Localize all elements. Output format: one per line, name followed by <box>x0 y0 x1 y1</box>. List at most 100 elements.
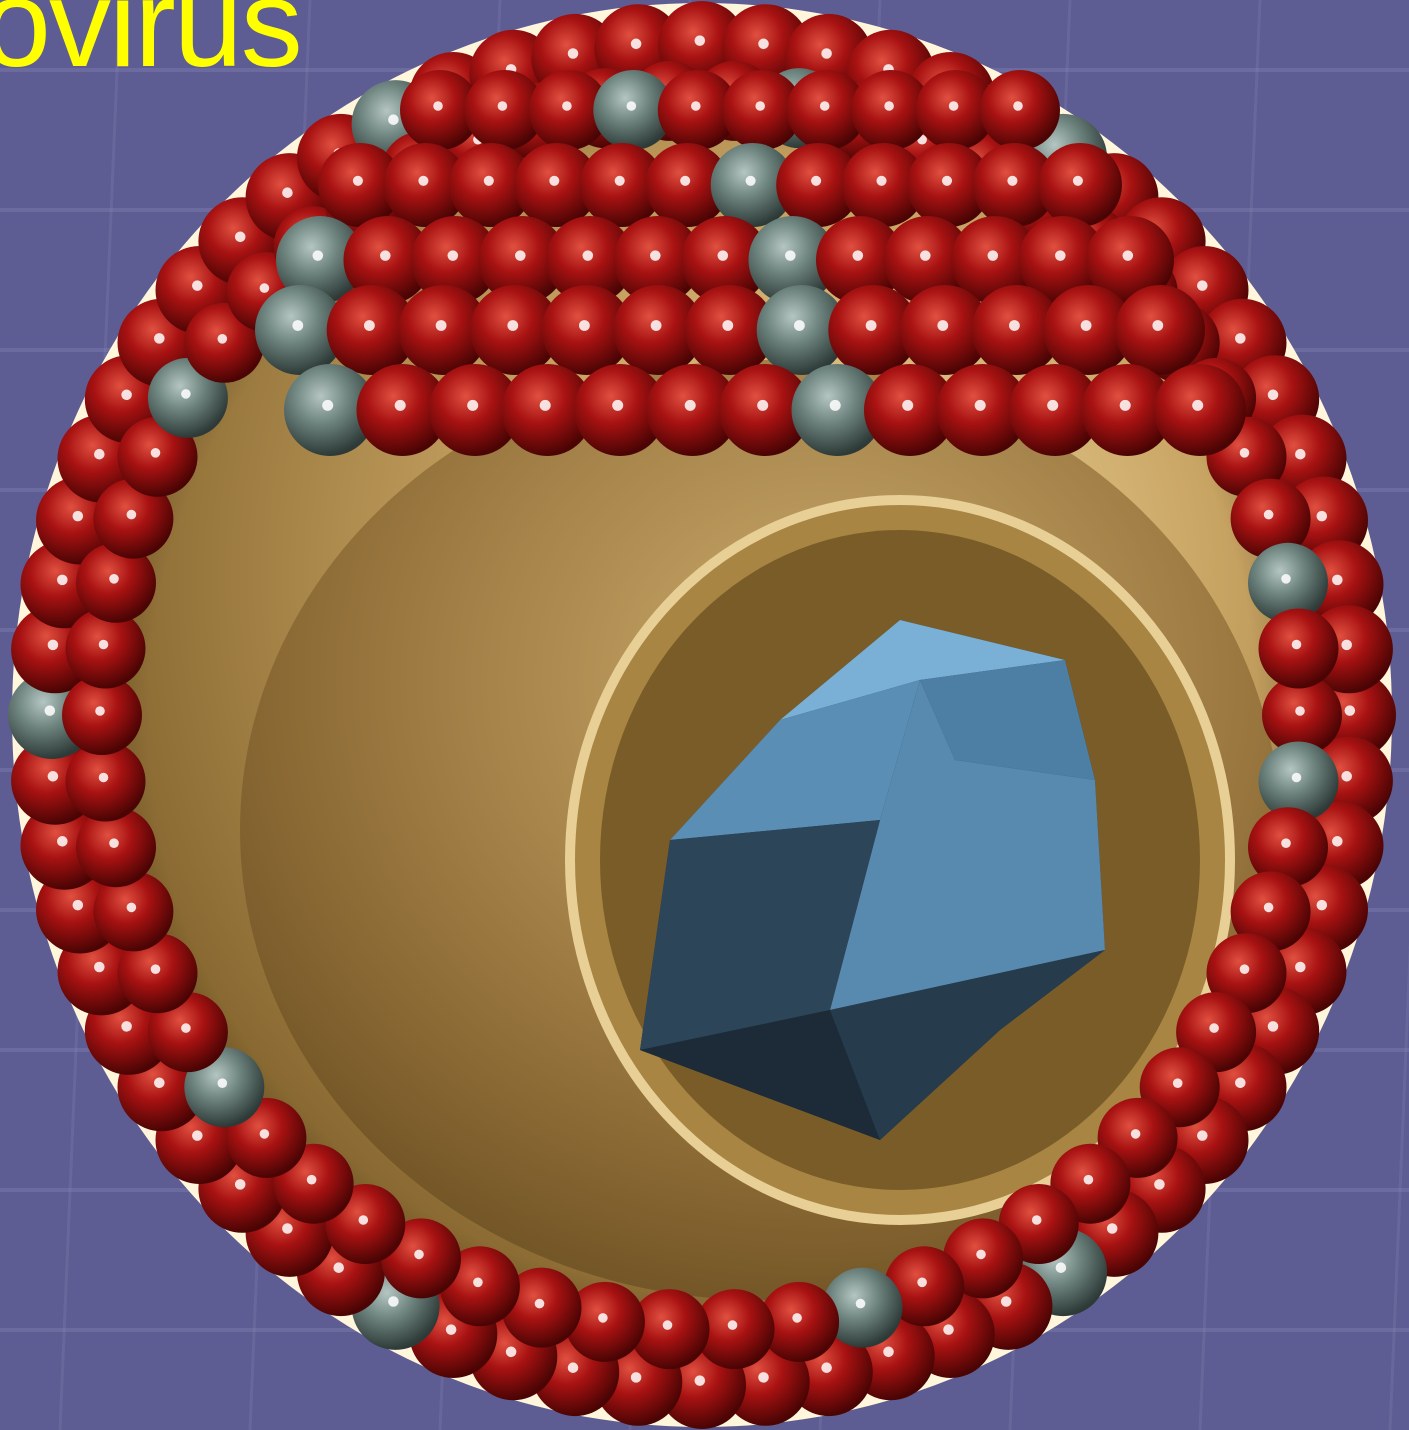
spike-highlight <box>758 39 769 50</box>
spike-highlight <box>388 114 399 125</box>
spike-highlight <box>1173 1078 1183 1088</box>
spike-highlight <box>876 176 886 186</box>
spike-highlight <box>853 250 864 261</box>
spike-highlight <box>631 39 642 50</box>
spike-highlight <box>718 250 729 261</box>
spike-highlight <box>1332 836 1343 847</box>
spike-highlight <box>1345 705 1356 716</box>
spike-highlight <box>333 1262 344 1273</box>
spike-highlight <box>48 640 59 651</box>
spike-highlight <box>746 176 756 186</box>
slide-title: ovirus <box>0 0 301 86</box>
spike-highlight <box>436 320 447 331</box>
spike-highlight <box>1292 640 1302 650</box>
spike-highlight <box>1073 176 1083 186</box>
spike-highlight <box>57 836 68 847</box>
spike-highlight <box>260 1129 270 1139</box>
spike-highlight <box>99 773 109 783</box>
spike-highlight <box>292 320 303 331</box>
spike-highlight <box>583 250 594 261</box>
spike-highlight <box>1281 574 1291 584</box>
spike-highlight <box>691 101 701 111</box>
spike-highlight <box>1341 771 1352 782</box>
spike-highlight <box>1235 333 1246 344</box>
spike-highlight <box>821 1362 832 1373</box>
spike-highlight <box>127 903 137 913</box>
spike-highlight <box>446 1324 457 1335</box>
spike-highlight <box>794 320 805 331</box>
spike-highlight <box>612 400 623 411</box>
spike-highlight <box>322 400 333 411</box>
spike-highlight <box>154 1078 165 1089</box>
spike-highlight <box>722 320 733 331</box>
spike-highlight <box>181 1023 191 1033</box>
spike-highlight <box>988 250 999 261</box>
spike-highlight <box>48 771 59 782</box>
spike-highlight <box>235 1179 246 1190</box>
spike-highlight <box>821 48 832 59</box>
spike-highlight <box>1264 903 1274 913</box>
spike-highlight <box>1084 1175 1094 1185</box>
spike-highlight <box>1123 250 1134 261</box>
spike-highlight <box>282 1223 293 1234</box>
spike-highlight <box>562 101 572 111</box>
spike-highlight <box>975 400 986 411</box>
spike-highlight <box>1007 176 1017 186</box>
spike-highlight <box>127 510 137 520</box>
spike-highlight <box>1197 1130 1208 1141</box>
spike-highlight <box>1081 320 1092 331</box>
spike-highlight <box>792 1313 802 1323</box>
spike-highlight <box>1107 1223 1118 1234</box>
spike-highlight <box>1317 511 1328 522</box>
spike-highlight <box>99 640 109 650</box>
spike-highlight <box>1197 280 1208 291</box>
spike-highlight <box>785 250 796 261</box>
spike-highlight <box>1013 101 1023 111</box>
spike-highlight <box>1152 320 1163 331</box>
spike-highlight <box>1295 962 1306 973</box>
spike-highlight <box>218 334 228 344</box>
spike-highlight <box>976 1250 986 1260</box>
spike-highlight <box>757 400 768 411</box>
spike-highlight <box>1131 1129 1141 1139</box>
spike-highlight <box>917 1278 927 1288</box>
spike-highlight <box>109 838 119 848</box>
spike-highlight <box>568 1362 579 1373</box>
spike-highlight <box>598 1313 608 1323</box>
spike-highlight <box>433 101 443 111</box>
spike-highlight <box>181 389 191 399</box>
spike-highlight <box>498 101 508 111</box>
spike-highlight <box>920 250 931 261</box>
spike-highlight <box>755 101 765 111</box>
spike-highlight <box>121 390 132 401</box>
spike-highlight <box>883 1347 894 1358</box>
spike-highlight <box>1332 575 1343 586</box>
spike-highlight <box>1295 449 1306 460</box>
spike-highlight <box>540 400 551 411</box>
spike-highlight <box>856 1299 866 1309</box>
spike-highlight <box>506 1347 517 1358</box>
spike-highlight <box>1240 448 1250 458</box>
spike-highlight <box>758 1372 769 1383</box>
spike-highlight <box>109 574 119 584</box>
spike-highlight <box>353 176 363 186</box>
spike-highlight <box>414 1250 424 1260</box>
spike-highlight <box>45 705 56 716</box>
spike-highlight <box>1264 510 1274 520</box>
spike-highlight <box>235 232 246 243</box>
spike-highlight <box>830 400 841 411</box>
spike-highlight <box>95 706 105 716</box>
spike-highlight <box>949 101 959 111</box>
spike-highlight <box>549 176 559 186</box>
spike-highlight <box>1268 1021 1279 1032</box>
spike-highlight <box>568 48 579 59</box>
spike-highlight <box>866 320 877 331</box>
spike-highlight <box>94 449 105 460</box>
spike-highlight <box>627 101 637 111</box>
spike-highlight <box>1292 773 1302 783</box>
spike-highlight <box>651 320 662 331</box>
spike-highlight <box>811 176 821 186</box>
spike-highlight <box>448 250 459 261</box>
spike-highlight <box>1056 1262 1067 1273</box>
